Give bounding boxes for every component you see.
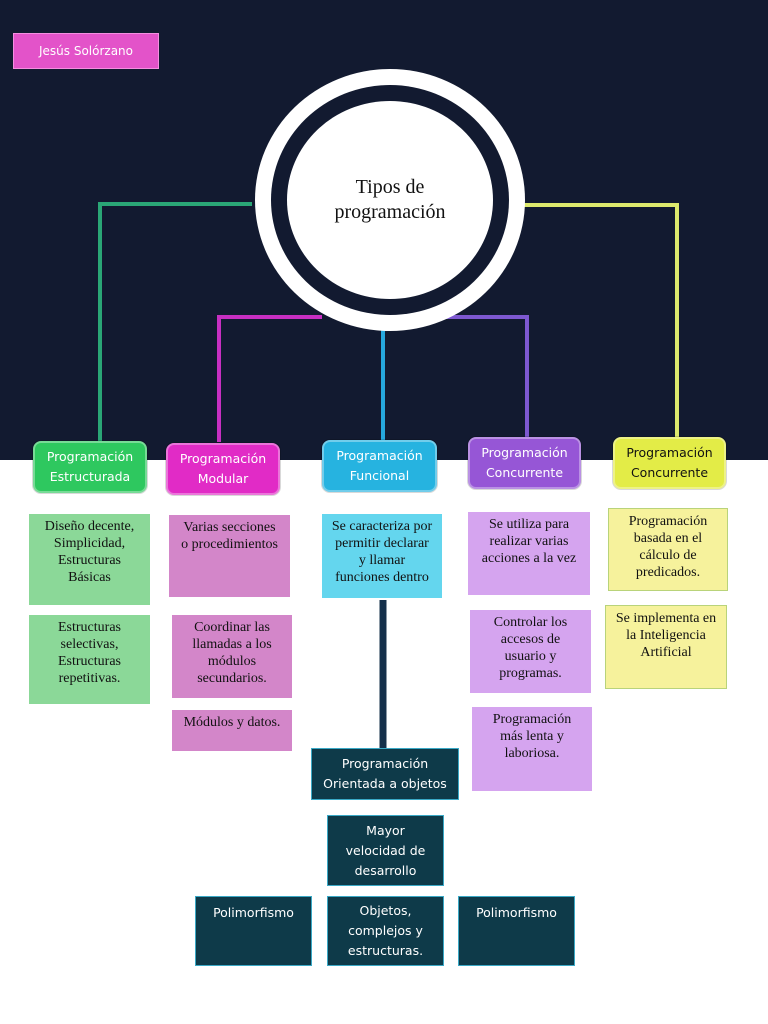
connector-modular [217, 315, 322, 442]
connector-estructurada [98, 202, 252, 442]
note-modular-3: Módulos y datos. [172, 710, 292, 751]
connector-logica [524, 203, 679, 438]
center-title: Tipos de programación [287, 101, 493, 299]
center-title-line1: Tipos de [355, 176, 425, 198]
oop-left-box: Polimorfismo [195, 896, 312, 966]
center-title-line2: programación [334, 201, 446, 223]
connector-concurrente [444, 315, 529, 438]
oop-right-box: Polimorfismo [458, 896, 575, 966]
author-badge: Jesús Solórzano [13, 33, 159, 69]
